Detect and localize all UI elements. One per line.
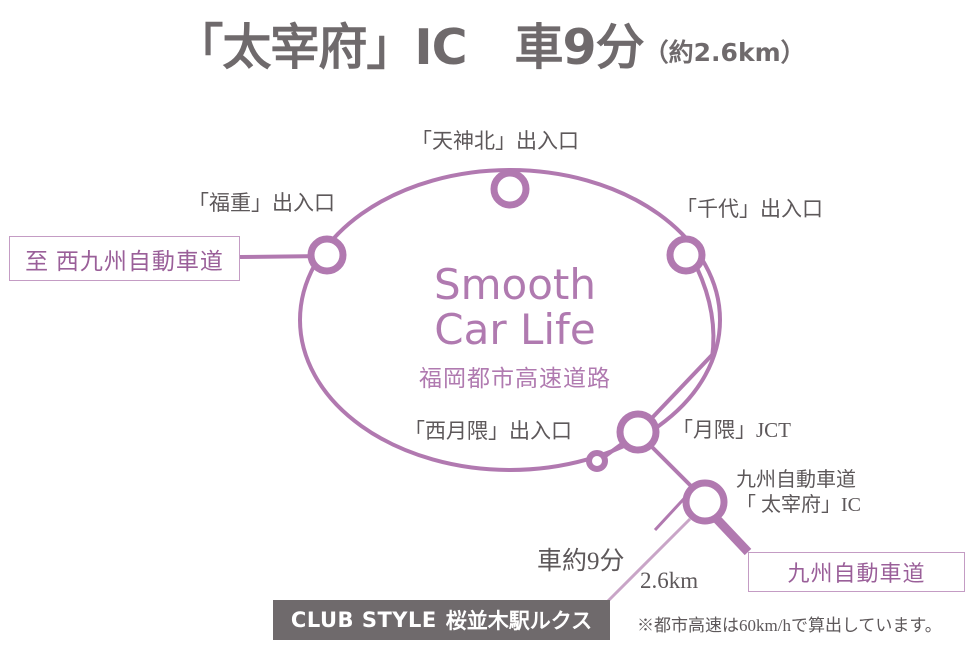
label-dazaifu-ic-line1: 九州自動車道 <box>736 469 856 491</box>
spur-chiyo <box>695 267 716 359</box>
loop-center-text: Smooth Car Life 福岡都市高速道路 <box>370 262 660 393</box>
property-banner: CLUB STYLE 桜並木駅ルクス <box>273 600 610 640</box>
route-distance-label: 2.6km <box>640 568 699 593</box>
page-title-main: 「太宰府」IC 車9分 <box>174 19 644 76</box>
page-title: 「太宰府」IC 車9分（約2.6km） <box>0 8 980 79</box>
label-node-dazaifu-ic: 九州自動車道 「 太宰府」IC <box>736 468 861 518</box>
property-banner-name: 桜並木駅ルクス <box>445 609 593 633</box>
label-dazaifu-ic-line2: 「 太宰府」IC <box>736 494 861 516</box>
route-time-label: 車約9分 <box>537 548 625 575</box>
center-text-expressway-name: 福岡都市高速道路 <box>419 365 611 391</box>
label-node-tsukiguma-jct: 「月隈」JCT <box>672 418 792 442</box>
label-node-nishi-tsukiguma: 「西月隈」出入口 <box>404 419 572 443</box>
footnote: ※都市高速は60km/hで算出しています。 <box>637 616 942 635</box>
connector-ic-to-right-box <box>710 512 752 556</box>
node-chiyo <box>666 235 706 275</box>
link-jct-to-ic <box>648 443 697 492</box>
destination-box-west: 至 西九州自動車道 <box>9 236 240 281</box>
route-line-to-property <box>606 517 692 603</box>
destination-box-kyushu-expressway: 九州自動車道 <box>748 552 965 592</box>
label-node-fukushige: 「福重」出入口 <box>188 191 335 215</box>
node-fukushige <box>307 235 347 275</box>
label-node-tenjin-kita: 「天神北」出入口 <box>411 129 579 153</box>
node-dazaifu-ic <box>682 479 728 525</box>
label-node-chiyo: 「千代」出入口 <box>676 197 823 221</box>
center-text-line1: Smooth <box>433 260 597 309</box>
center-text-line2: Car Life <box>434 305 596 355</box>
node-nishi-tsukiguma <box>586 450 608 472</box>
node-tenjin-kita <box>490 169 530 209</box>
page-title-sub: （約2.6km） <box>643 38 806 67</box>
link-chiyo-to-jct <box>648 353 714 422</box>
node-tsukiguma-jct <box>616 410 660 454</box>
property-banner-brand: CLUB STYLE <box>290 608 437 632</box>
